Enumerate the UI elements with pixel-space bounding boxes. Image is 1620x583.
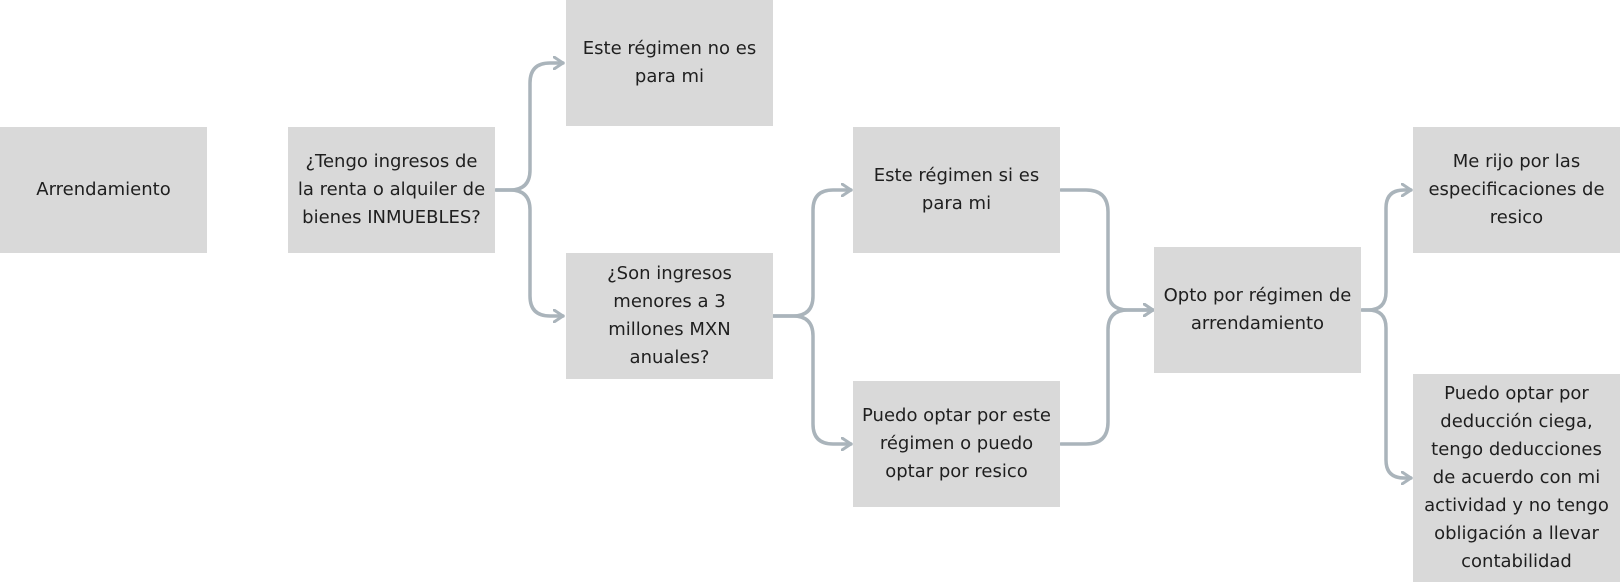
node-no-es-para-mi: Este régimen no es para mi <box>566 0 773 126</box>
node-question-ingresos-inmuebles-label: ¿Tengo ingresos de la renta o alquiler d… <box>297 151 486 228</box>
node-question-ingresos-inmuebles: ¿Tengo ingresos de la renta o alquiler d… <box>288 127 495 253</box>
connector-q2-to-puedo-optar <box>771 314 853 444</box>
node-si-es-para-mi-label: Este régimen si es para mi <box>873 165 1040 214</box>
connector-q1-to-q2 <box>494 188 565 316</box>
node-opto-arrendamiento-label: Opto por régimen de arrendamiento <box>1163 285 1352 334</box>
connector-opto-to-resico <box>1360 190 1413 312</box>
node-deduccion-ciega-label: Puedo optar por deducción ciega, tengo d… <box>1424 383 1609 572</box>
connector-puedo-optar-to-opto <box>1059 310 1155 446</box>
connector-opto-to-deduccion <box>1360 308 1413 478</box>
node-arrendamiento: Arrendamiento <box>0 127 207 253</box>
node-opto-arrendamiento: Opto por régimen de arrendamiento <box>1154 247 1361 373</box>
node-puedo-optar-resico: Puedo optar por este régimen o puedo opt… <box>853 381 1060 507</box>
node-no-es-para-mi-label: Este régimen no es para mi <box>582 38 757 87</box>
connector-si-es-to-opto <box>1059 188 1155 310</box>
node-puedo-optar-resico-label: Puedo optar por este régimen o puedo opt… <box>862 405 1051 482</box>
node-especificaciones-resico: Me rijo por las especificaciones de resi… <box>1413 127 1620 253</box>
node-si-es-para-mi: Este régimen si es para mi <box>853 127 1060 253</box>
connector-q1-to-no-es <box>494 63 565 192</box>
connector-q2-to-si-es <box>771 190 853 318</box>
node-deduccion-ciega: Puedo optar por deducción ciega, tengo d… <box>1413 374 1620 582</box>
node-arrendamiento-label: Arrendamiento <box>36 179 171 200</box>
node-especificaciones-resico-label: Me rijo por las especificaciones de resi… <box>1428 151 1605 228</box>
node-question-menores-3-millones-label: ¿Son ingresos menores a 3 millones MXN a… <box>607 263 732 368</box>
node-question-menores-3-millones: ¿Son ingresos menores a 3 millones MXN a… <box>566 253 773 379</box>
